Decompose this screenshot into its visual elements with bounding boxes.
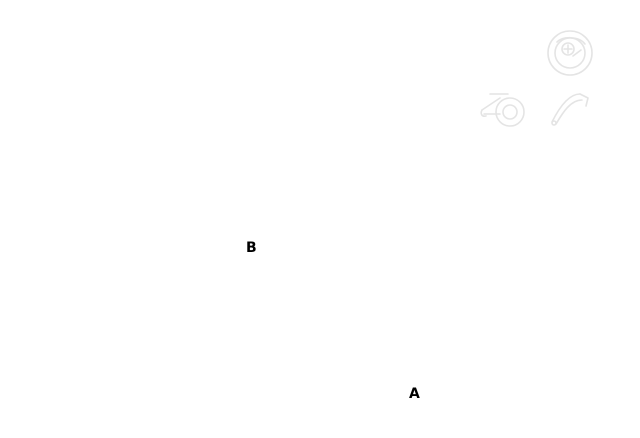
bezier-curve-icon — [551, 93, 589, 126]
point-label-b: B — [246, 240, 257, 256]
point-label-a: A — [409, 386, 420, 402]
compass-target-icon — [547, 30, 593, 76]
blender-logo-icon — [480, 93, 525, 127]
